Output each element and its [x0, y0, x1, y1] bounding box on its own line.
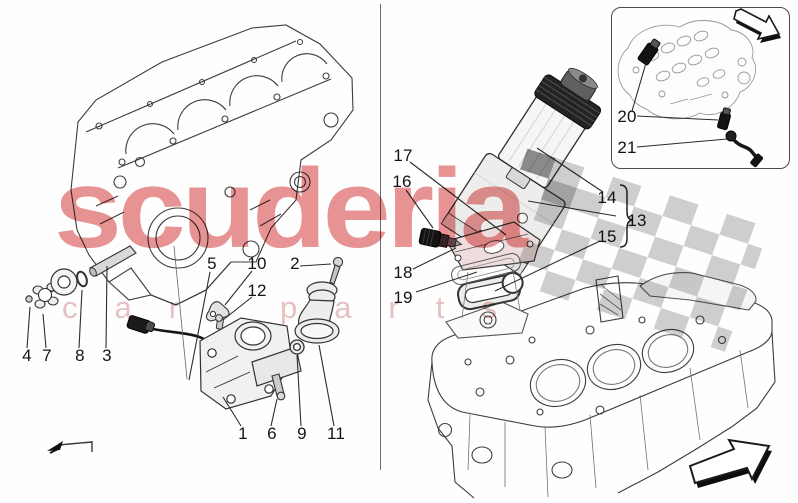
callout-part-14: 14	[597, 188, 617, 207]
section-divider-line	[380, 4, 381, 470]
callout-part-3: 3	[102, 346, 112, 365]
bearing-part-drawing	[50, 268, 78, 296]
engine-block-left-drawing	[70, 24, 354, 306]
callout-part-20: 20	[617, 107, 637, 126]
oil-pickup-part-drawing	[294, 281, 340, 344]
oil-pressure-sensor-drawing	[418, 227, 463, 248]
washer-part-drawing	[289, 339, 305, 355]
callout-part-1: 1	[238, 424, 248, 443]
inset-reference-box	[611, 7, 790, 169]
drive-flange-part-drawing	[25, 282, 61, 309]
callout-part-9: 9	[297, 424, 307, 443]
direction-arrow-left-icon	[47, 441, 93, 454]
callout-part-4: 4	[22, 346, 32, 365]
inset-sensor-upper-drawing	[637, 38, 661, 66]
direction-arrow-up-right-icon	[688, 438, 772, 488]
inset-sensor-lower-drawing	[717, 107, 731, 131]
bracket-part-drawing	[205, 301, 230, 330]
oil-pump-body-drawing	[199, 317, 302, 410]
callout-part-16: 16	[392, 172, 412, 191]
callout-part-17: 17	[393, 146, 413, 165]
callout-part-7: 7	[42, 346, 52, 365]
callout-part-15: 15	[597, 227, 617, 246]
callout-part-19: 19	[393, 288, 413, 307]
callout-part-5: 5	[207, 254, 217, 273]
o-ring-part-drawing	[76, 270, 88, 288]
stud-part-drawing	[271, 373, 286, 401]
callout-part-21: 21	[617, 138, 637, 157]
callout-part-8: 8	[75, 346, 85, 365]
callout-part-13: 13	[627, 211, 647, 230]
callout-part-12: 12	[247, 281, 267, 300]
callout-part-18: 18	[393, 263, 413, 282]
bolt-part-drawing	[329, 256, 344, 285]
shaft-part-drawing	[89, 245, 137, 277]
callout-part-6: 6	[267, 424, 277, 443]
direction-arrow-down-right-icon	[733, 8, 781, 43]
callout-part-2: 2	[290, 254, 300, 273]
callout-part-10: 10	[247, 254, 267, 273]
callout-part-11: 11	[326, 424, 346, 443]
